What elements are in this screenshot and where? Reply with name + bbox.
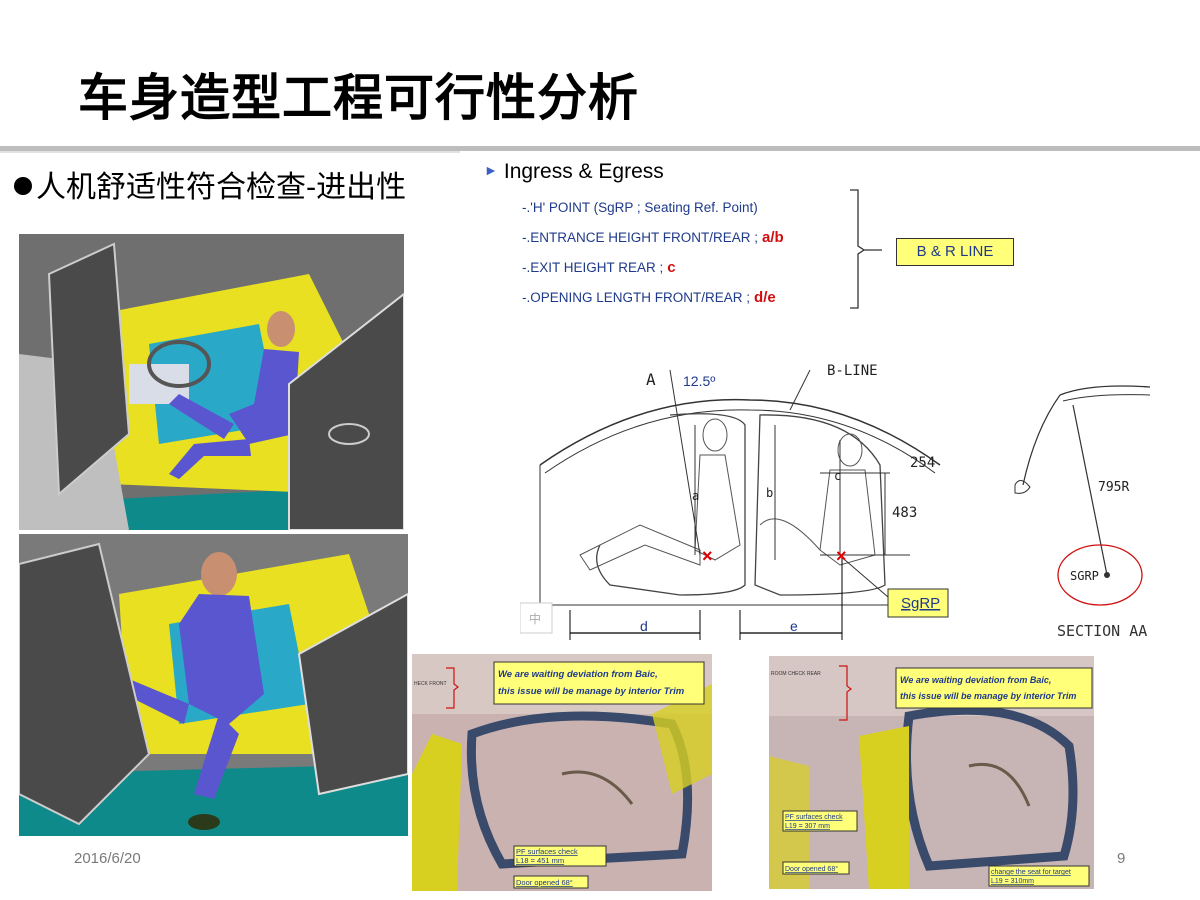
- bullet-text: 人机舒适性符合检查-进出性: [36, 170, 407, 205]
- snap1-note-line1: We are waiting deviation from Baic,: [498, 669, 658, 680]
- curly-brace-icon: [850, 189, 882, 309]
- snap2-door-label: Door opened 68°: [785, 865, 838, 873]
- snap2-note-line2: this issue will be manage by interior Tr…: [900, 691, 1076, 701]
- snap1-pf-label1: PF surfaces check: [516, 847, 578, 856]
- section-aa-diagram: 795R SGRP SECTION AA: [1014, 385, 1151, 640]
- ingress-heading-text: Ingress & Egress: [503, 160, 664, 183]
- label-d: d: [640, 618, 648, 634]
- section-radius: 795R: [1098, 480, 1129, 495]
- snap1-door-label: Door opened 68°: [516, 878, 573, 887]
- sgrp-callout: SgRP: [901, 595, 940, 612]
- watermark-glyph: 中: [529, 611, 541, 626]
- side-view-section-diagram: × × A 12.5º B-LINE 254 483 a b c d e 中 S…: [520, 363, 949, 640]
- ingress-item-tag: d/e: [754, 289, 776, 306]
- label-e: e: [790, 618, 798, 634]
- snap2-pf-label2: L19 = 307 mm: [785, 823, 830, 830]
- ingress-item-exit: -.EXIT HEIGHT REAR ;c: [522, 259, 676, 276]
- b-line-label: B-LINE: [827, 363, 878, 379]
- ingress-item-text: -.OPENING LENGTH FRONT/REAR ;: [522, 290, 751, 305]
- rear-door-check-photo: We are waiting deviation from Baic, this…: [769, 656, 1094, 889]
- ingress-item-opening: -.OPENING LENGTH FRONT/REAR ;d/e: [522, 289, 776, 306]
- sgrp-front-marker-icon: ×: [702, 546, 713, 566]
- snap2-seat-label1: change the seat for target: [991, 869, 1071, 876]
- ingress-item-tag: c: [667, 259, 676, 276]
- triangle-bullet-icon: ►: [484, 162, 498, 178]
- label-a: a: [692, 489, 699, 503]
- snap2-seat-label2: L19 = 310mm: [991, 878, 1034, 885]
- ingress-heading: ► Ingress & Egress: [484, 160, 664, 184]
- br-line-box: B & R LINE: [896, 238, 1014, 266]
- dim-483: 483: [892, 505, 917, 521]
- slide-title: 车身造型工程可行性分析: [78, 69, 639, 127]
- ingress-item-text: -.EXIT HEIGHT REAR ;: [522, 260, 664, 275]
- passenger-exiting-render: [19, 534, 408, 836]
- snap1-note-line2: this issue will be manage by interior Tr…: [498, 686, 685, 697]
- page-number: 9: [1117, 850, 1126, 867]
- angle-label: 12.5º: [683, 373, 715, 389]
- ingress-item-text: -.ENTRANCE HEIGHT FRONT/REAR ;: [522, 230, 759, 245]
- ingress-item-text: -.'H' POINT (SgRP ; Seating Ref. Point): [522, 200, 758, 215]
- title-divider-shadow: [0, 151, 460, 153]
- section-title: SECTION AA: [1057, 622, 1147, 640]
- label-c: c: [834, 469, 841, 483]
- title-divider: [0, 146, 1200, 151]
- marker-a: A: [646, 370, 656, 389]
- snap2-note-line1: We are waiting deviation from Baic,: [900, 675, 1051, 685]
- ingress-item-tag: a/b: [762, 229, 784, 246]
- ingress-item-entrance: -.ENTRANCE HEIGHT FRONT/REAR ;a/b: [522, 229, 784, 246]
- bullet-item: 人机舒适性符合检查-进出性: [14, 162, 406, 206]
- sgrp-rear-marker-icon: ×: [836, 546, 847, 566]
- slide-date: 2016/6/20: [74, 850, 141, 867]
- front-door-check-photo: We are waiting deviation from Baic, this…: [412, 654, 712, 891]
- snap1-left-label: HECK FRONT: [414, 681, 447, 687]
- label-b: b: [766, 486, 773, 500]
- bullet-dot-icon: [14, 177, 32, 195]
- snap1-pf-label2: L18 = 451 mm: [516, 856, 564, 865]
- snap2-pf-label1: PF surfaces check: [785, 814, 843, 821]
- section-sgrp: SGRP: [1070, 569, 1099, 583]
- driver-seated-render: [19, 234, 404, 530]
- dim-254: 254: [910, 455, 935, 471]
- ingress-item-hpoint: -.'H' POINT (SgRP ; Seating Ref. Point): [522, 200, 758, 215]
- snap2-left-label: ROOM CHECK REAR: [771, 671, 821, 677]
